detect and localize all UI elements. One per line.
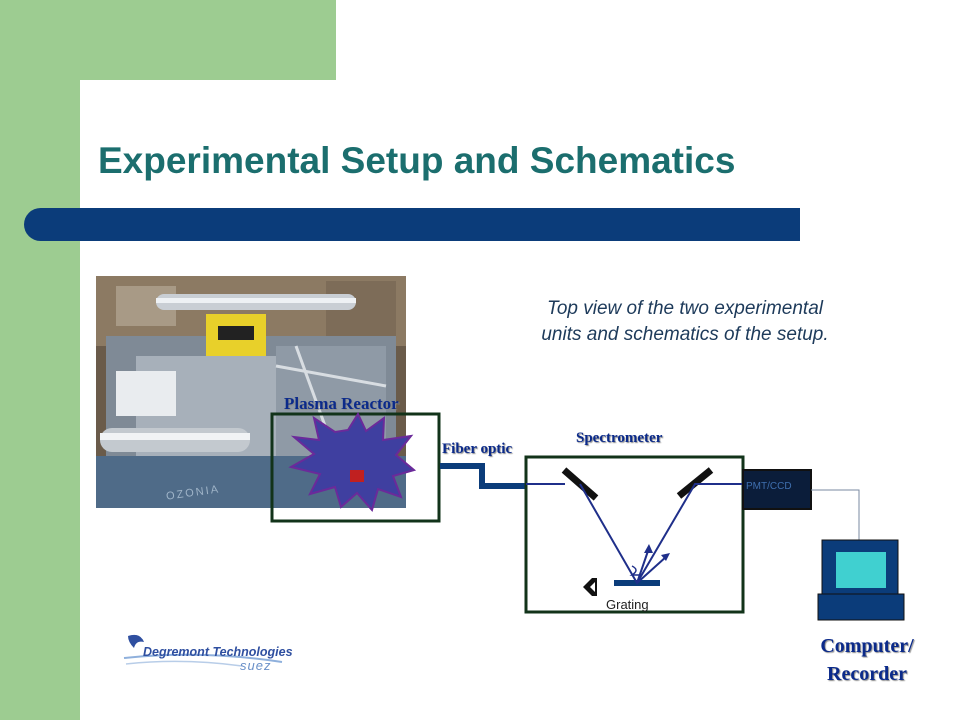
beam-path [579,483,742,585]
plasma-reactor-box [270,412,441,523]
fiber-optic-cable [440,463,526,489]
logo-parent-name: suez [240,658,272,673]
slide-caption: Top view of the two experimental units a… [490,296,880,348]
setup-photo [96,276,406,508]
computer-recorder-label: Computer/ Recorder [812,632,922,688]
computer-label-line-1: Computer/ [820,635,914,657]
degremont-logo [123,634,283,667]
title-underline-bar [24,208,800,241]
grating-label: Grating [606,597,649,612]
computer-label-line-2: Recorder [827,663,907,685]
slide-title: Experimental Setup and Schematics [98,140,736,181]
spectrometer-box [524,455,745,614]
plasma-core [350,470,364,482]
setup-photo-illustration [96,276,406,508]
computer-base [817,593,905,621]
plasma-reactor-label: Plasma Reactor [284,394,399,413]
background-accent-top [0,0,336,80]
fiber-optic-label: Fiber optic [442,441,513,457]
caption-line-1: Top view of the two experimental [546,298,823,319]
detector-box [742,469,812,510]
detector-label: PMT/CCD [746,481,792,492]
logo-company-name: Degremont Technologies [143,645,293,659]
spectrometer-label: Spectrometer [576,430,663,446]
plasma-burst-shape [288,411,417,513]
caption-line-2: units and schematics of the setup. [541,324,829,345]
background-accent-left [0,0,80,720]
